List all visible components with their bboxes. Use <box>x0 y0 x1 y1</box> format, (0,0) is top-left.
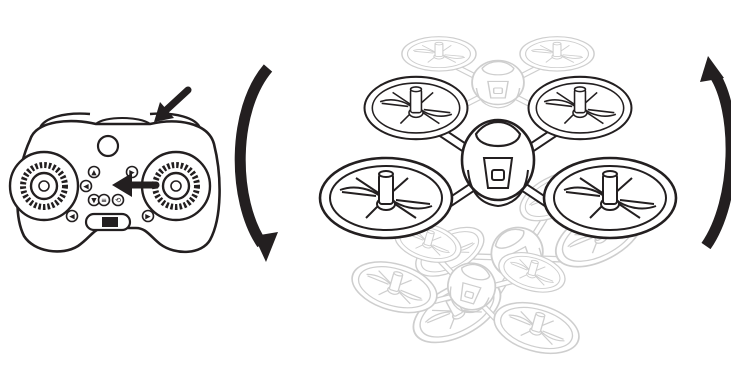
trim-left-glyph: ◀ <box>83 183 89 191</box>
mode-glyph: ≡ <box>101 197 107 205</box>
flip-glyph: ⟲ <box>115 197 121 205</box>
bottom-right-glyph: ▶ <box>145 213 151 221</box>
left-joystick <box>10 152 78 220</box>
remote-controller: ▲ ▼ ◀ ▶ ≡ ⟲ ◀ ▶ <box>10 114 220 252</box>
trim-down-glyph: ▼ <box>91 197 97 205</box>
rotate-down-arrow <box>240 68 278 262</box>
power-switch <box>86 214 130 230</box>
rotate-up-arrow <box>700 56 731 246</box>
trim-up-glyph: ▲ <box>91 169 97 177</box>
bottom-left-glyph: ◀ <box>69 213 75 221</box>
power-button <box>98 136 118 156</box>
shoulder-pointer-arrow-shaft <box>163 90 188 113</box>
